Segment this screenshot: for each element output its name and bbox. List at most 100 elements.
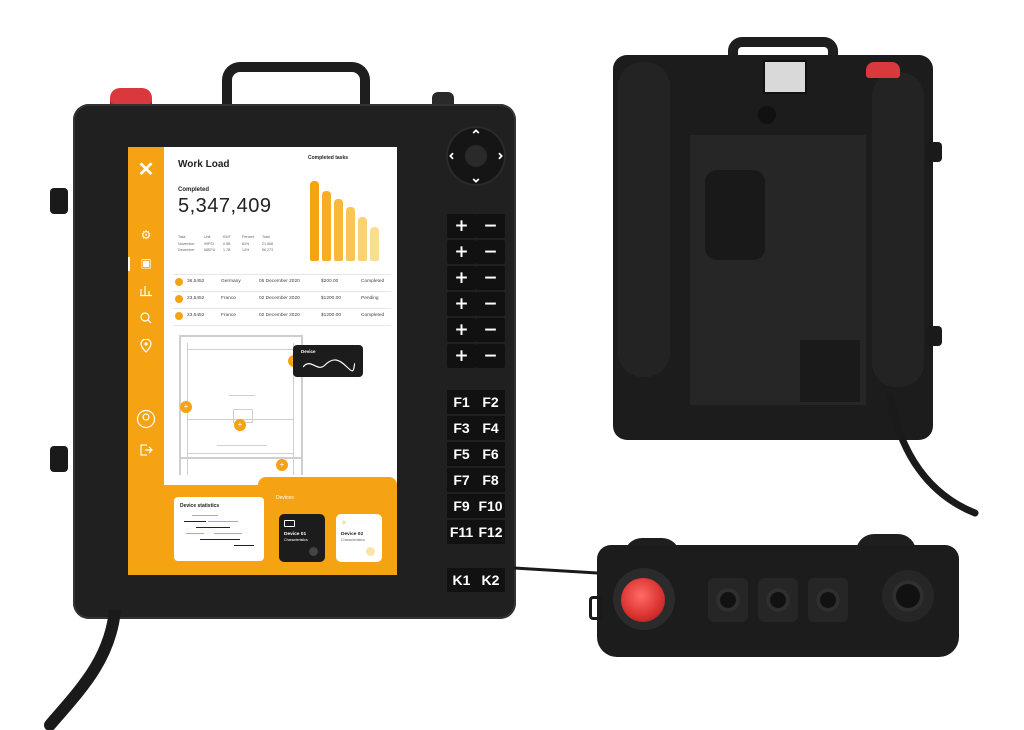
dpad-center-button[interactable] (465, 145, 487, 167)
back-clip (926, 142, 942, 162)
table-row[interactable]: 36,5452 Germany 05 December 2020 $200.00… (173, 276, 391, 288)
minus-key[interactable]: − (476, 266, 505, 290)
divider (173, 325, 391, 326)
f4-key[interactable]: F4 (476, 416, 505, 440)
location-icon[interactable] (138, 338, 154, 355)
order-country: Germany (221, 279, 241, 284)
f1-key[interactable]: F1 (447, 390, 476, 414)
back-lens (758, 106, 776, 124)
port-socket (716, 588, 740, 612)
device-02-card[interactable]: ✧ Device 02 Characteristics (336, 514, 382, 562)
console-port[interactable] (708, 578, 748, 622)
hotspot-add-icon[interactable]: + (180, 401, 192, 413)
device-popup-label: Device (301, 349, 316, 354)
search-icon[interactable] (138, 311, 154, 327)
back-emergency-stop[interactable] (866, 62, 900, 78)
f7-key[interactable]: F7 (447, 468, 476, 492)
k2-key[interactable]: K2 (476, 568, 505, 592)
device-statistics-title: Device statistics (180, 503, 220, 509)
completed-label: Completed (178, 187, 210, 193)
device-01-card[interactable]: Device 01 Characteristics (279, 514, 325, 562)
divider (173, 291, 391, 292)
table-row[interactable]: 23,5452 France 02 December 2020 $1200.00… (173, 293, 391, 305)
side-clip (50, 188, 68, 214)
wave-icon (303, 359, 355, 372)
devices-tab-label: Devices (276, 495, 294, 501)
table-row[interactable]: 23,5452 France 02 December 2020 $1200.00… (173, 310, 391, 322)
console-port[interactable] (758, 578, 798, 622)
side-clip (50, 446, 68, 472)
console-port[interactable] (808, 578, 848, 622)
minus-key[interactable]: − (476, 240, 505, 264)
minus-key[interactable]: − (476, 344, 505, 368)
mini-header: Unit (204, 235, 211, 239)
order-status: Completed (361, 279, 385, 284)
device-02-title: Device 02 (341, 532, 364, 537)
touch-screen[interactable]: ✕ ⚙ ▣ Work Load Completed 5,347,409 Task… (128, 147, 397, 575)
arrow-down-icon[interactable]: ⌃ (470, 169, 482, 185)
console-round-port[interactable] (882, 570, 934, 622)
order-date: 02 December 2020 (259, 313, 300, 318)
plus-key[interactable]: + (447, 344, 476, 368)
f11-key[interactable]: F11 (447, 520, 476, 544)
emergency-stop-button[interactable] (110, 88, 152, 108)
plus-key[interactable]: + (447, 318, 476, 342)
layout-icon[interactable]: ▣ (140, 256, 152, 270)
divider (173, 308, 391, 309)
minus-key[interactable]: − (476, 318, 505, 342)
minus-key[interactable]: − (476, 214, 505, 238)
main-cable (44, 610, 121, 730)
plus-key[interactable]: + (447, 214, 476, 238)
sidebar-active-indicator (128, 257, 130, 271)
back-grip-right (872, 72, 924, 387)
device-statistics-card[interactable]: Device statistics (174, 497, 264, 561)
device-popup[interactable]: Device (293, 345, 363, 377)
f6-key[interactable]: F6 (476, 442, 505, 466)
task-bar (322, 191, 331, 261)
plus-key[interactable]: + (447, 266, 476, 290)
mini-cell: 84% (242, 242, 250, 246)
f10-key[interactable]: F10 (476, 494, 505, 518)
devices-tab[interactable] (258, 477, 397, 497)
order-date: 02 December 2020 (259, 296, 300, 301)
device-01-sub: Characteristics (284, 538, 308, 542)
plus-key[interactable]: + (447, 292, 476, 316)
console-emergency-stop-button[interactable] (621, 578, 665, 622)
mini-cell: 68EPU (204, 248, 216, 252)
f3-key[interactable]: F3 (447, 416, 476, 440)
close-icon[interactable]: ✕ (137, 159, 155, 181)
hotspot-add-icon[interactable]: + (276, 459, 288, 471)
completed-tasks-title: Completed tasks (308, 155, 349, 161)
mini-cell: 0.5B (223, 242, 231, 246)
task-bar (346, 207, 355, 261)
device-01-arrow-icon[interactable] (309, 547, 318, 556)
user-icon[interactable] (136, 409, 156, 429)
plus-key[interactable]: + (447, 240, 476, 264)
arrow-up-icon[interactable]: ⌃ (470, 127, 482, 143)
page-title: Work Load (178, 159, 230, 170)
f5-key[interactable]: F5 (447, 442, 476, 466)
device-01-title: Device 01 (284, 532, 307, 537)
chart-icon[interactable] (138, 283, 154, 299)
mini-cell: December (178, 248, 195, 252)
order-amount: $1200.00 (321, 313, 342, 318)
k1-key[interactable]: K1 (447, 568, 476, 592)
dpad[interactable]: ⌃ ⌃ ⌃ ⌃ (446, 126, 506, 186)
f9-key[interactable]: F9 (447, 494, 476, 518)
gear-icon[interactable]: ⚙ (140, 228, 152, 242)
back-cable (886, 395, 979, 517)
minus-key[interactable]: − (476, 292, 505, 316)
f2-key[interactable]: F2 (476, 390, 505, 414)
mini-header: Total (262, 235, 270, 239)
arrow-right-icon[interactable]: ⌃ (489, 150, 505, 162)
console-clip (589, 596, 603, 620)
arrow-left-icon[interactable]: ⌃ (447, 150, 463, 162)
hotspot-add-icon[interactable]: + (234, 419, 246, 431)
top-handle (222, 62, 370, 104)
f12-key[interactable]: F12 (476, 520, 505, 544)
f8-key[interactable]: F8 (476, 468, 505, 492)
task-bar (310, 181, 319, 261)
back-connector-box (800, 340, 860, 402)
device-02-arrow-icon[interactable] (366, 547, 375, 556)
logout-icon[interactable] (138, 443, 154, 459)
